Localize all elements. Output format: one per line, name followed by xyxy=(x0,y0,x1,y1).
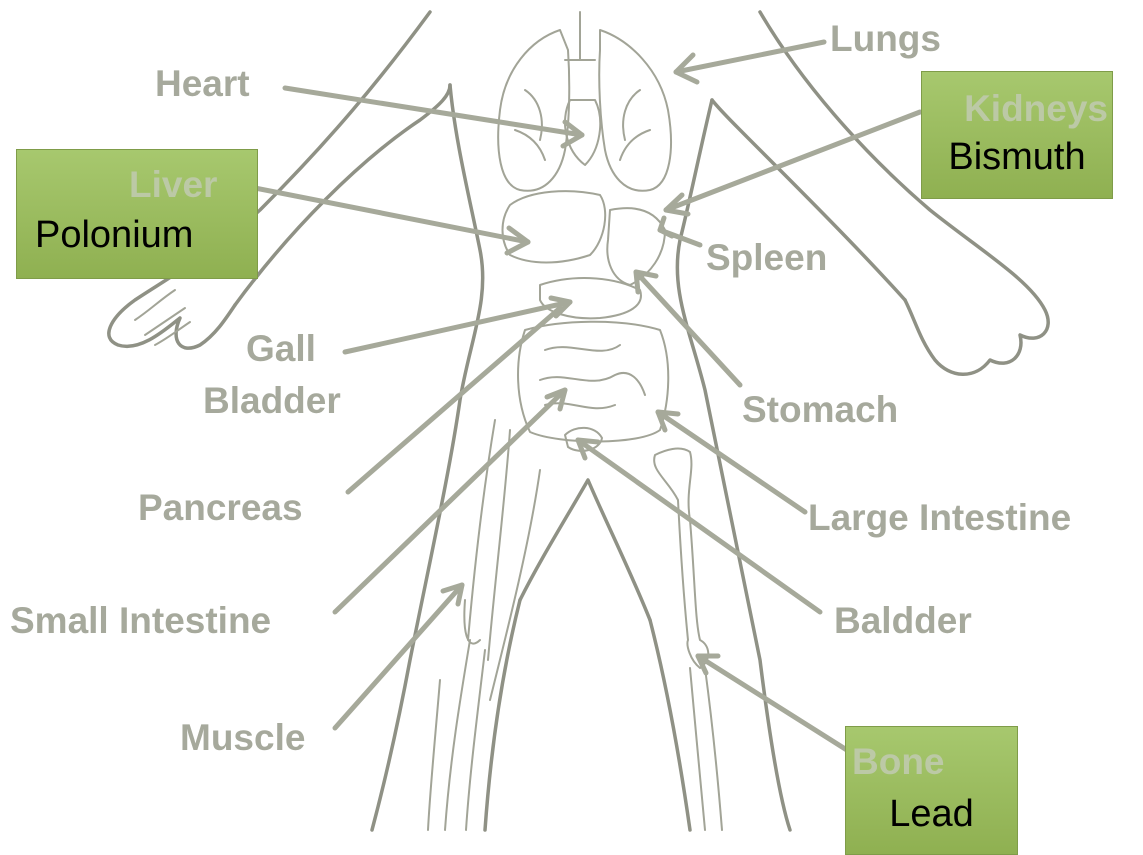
label-stomach: Stomach xyxy=(742,389,898,431)
baldder-arrow xyxy=(578,440,820,612)
callout-liver-element: Polonium xyxy=(17,214,257,256)
pancreas-arrow xyxy=(348,308,560,492)
label-gall: Gall xyxy=(246,328,316,370)
label-pancreas: Pancreas xyxy=(138,487,303,529)
callout-liver-organ: Liver xyxy=(17,164,257,206)
liver-arrow xyxy=(240,185,528,242)
callout-bone-organ: Bone xyxy=(846,741,1017,783)
callout-bone: Bone Lead xyxy=(845,726,1018,855)
label-small-intestine: Small Intestine xyxy=(10,600,271,642)
callout-kidneys-organ: Kidneys xyxy=(922,88,1112,130)
label-muscle: Muscle xyxy=(180,717,305,759)
label-heart: Heart xyxy=(155,63,250,105)
lungs-arrow xyxy=(676,42,824,72)
label-baldder: Baldder xyxy=(834,600,972,642)
label-bladder: Bladder xyxy=(203,380,341,422)
muscle-arrow xyxy=(335,585,462,728)
callout-liver: Liver Polonium xyxy=(16,149,258,279)
label-lungs: Lungs xyxy=(830,18,941,60)
heart-arrow xyxy=(285,88,582,135)
callout-kidneys-element: Bismuth xyxy=(922,136,1112,178)
label-large-intestine: Large Intestine xyxy=(808,497,1071,539)
callout-kidneys: Kidneys Bismuth xyxy=(921,71,1113,199)
callout-bone-element: Lead xyxy=(846,793,1017,835)
label-spleen: Spleen xyxy=(706,237,827,279)
bone-arrow xyxy=(698,656,850,752)
